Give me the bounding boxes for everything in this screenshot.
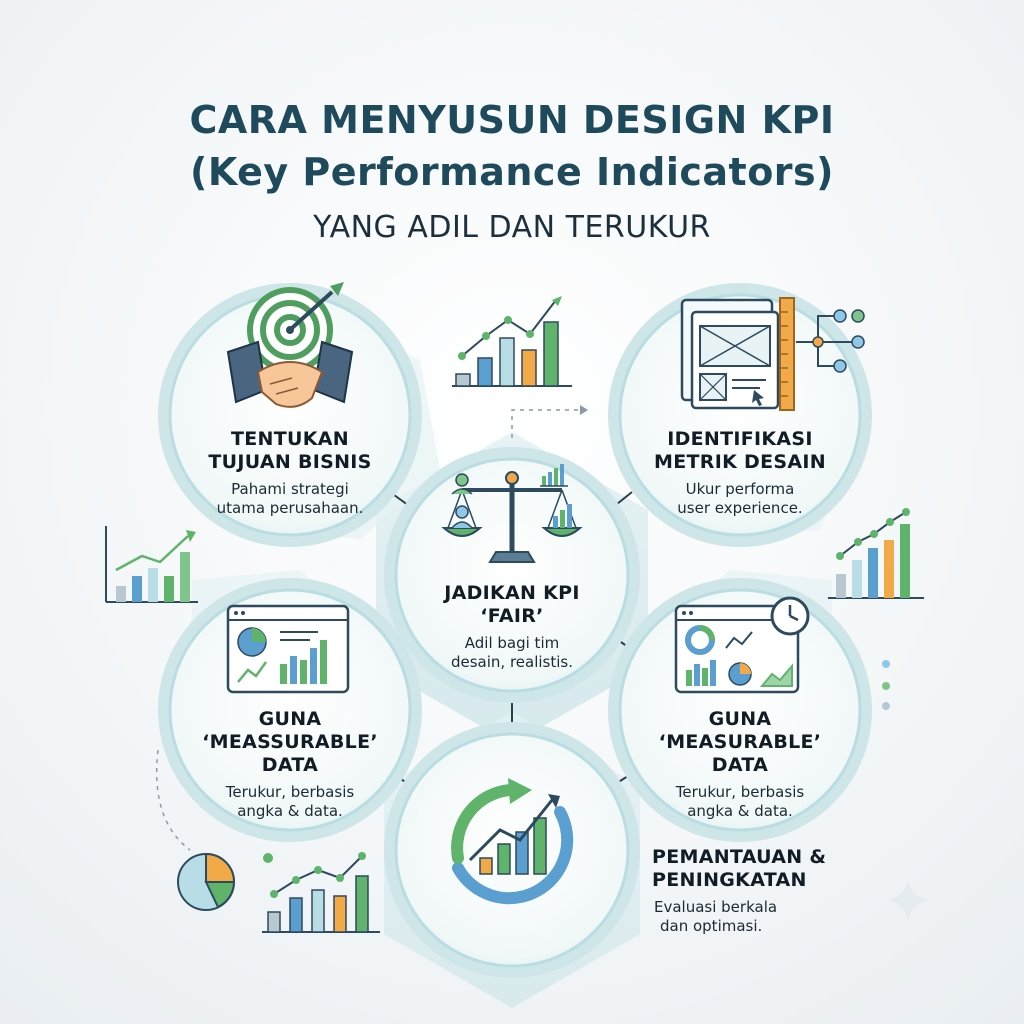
node-description-line: desain, realistis. xyxy=(450,653,573,671)
node-title-line: TENTUKAN xyxy=(231,428,349,450)
node-description-line: angka & data. xyxy=(237,802,343,820)
node-description-line: dan optimasi. xyxy=(660,917,763,935)
target-handshake-icon xyxy=(226,282,354,408)
dashboard-clock-icon xyxy=(674,596,810,694)
node-title-line: DATA xyxy=(261,754,319,776)
node-description: Terukur, berbasis angka & data. xyxy=(180,783,400,821)
node-description-line: utama perusahaan. xyxy=(216,499,364,517)
sparkle-icon xyxy=(888,880,928,920)
node-description: Pahami strategi utama perusahaan. xyxy=(180,480,400,518)
node-description-line: Adil bagi tim xyxy=(464,634,560,652)
node-monitoring-improvement: PEMANTAUAN & PENINGKATAN Evaluasi berkal… xyxy=(652,846,872,936)
node-description: Ukur performa user experience. xyxy=(626,480,854,518)
node-description: Adil bagi tim desain, realistis. xyxy=(412,634,612,672)
node-fair-kpi: JADIKAN KPI ‘FAIR’ Adil bagi tim desain,… xyxy=(412,582,612,672)
node-description-line: Terukur, berbasis xyxy=(225,783,355,801)
node-description-line: Pahami strategi xyxy=(231,480,349,498)
decorative-dots xyxy=(882,660,890,710)
node-title-line: JADIKAN KPI xyxy=(444,582,580,604)
node-title-line: DATA xyxy=(711,754,769,776)
wireframe-ruler-icon xyxy=(680,297,865,411)
node-description: Evaluasi berkala dan optimasi. xyxy=(654,898,872,936)
node-title-line: ‘MEASSURABLE’ xyxy=(202,731,378,753)
page-subtitle: YANG ADIL DAN TERUKUR xyxy=(313,210,711,245)
node-business-goal: TENTUKAN TUJUAN BISNIS Pahami strategi u… xyxy=(180,428,400,518)
node-description: Terukur, berbasis angka & data. xyxy=(630,783,850,821)
dashboard-icon-left xyxy=(226,604,350,694)
node-title-line: IDENTIFIKASI xyxy=(667,428,813,450)
growth-chart-icon-right xyxy=(828,508,924,599)
node-design-metrics: IDENTIFIKASI METRIK DESAIN Ukur performa… xyxy=(626,428,854,518)
pie-and-bar-icon-bottom-left xyxy=(177,852,380,933)
node-title-line: METRIK DESAIN xyxy=(654,451,826,473)
node-description-line: user experience. xyxy=(677,499,803,517)
growth-chart-icon-left xyxy=(105,526,198,603)
node-measurable-data-left: GUNA ‘MEASSURABLE’ DATA Terukur, berbasi… xyxy=(180,708,400,821)
node-title-line: ‘FAIR’ xyxy=(480,605,544,627)
node-title-line: PENINGKATAN xyxy=(652,869,807,891)
growth-chart-icon-top xyxy=(452,296,572,387)
node-description-line: Terukur, berbasis xyxy=(675,783,805,801)
node-description-line: Evaluasi berkala xyxy=(654,898,778,916)
page-title: CARA MENYUSUN DESIGN KPI xyxy=(189,98,835,142)
node-title-line: PEMANTAUAN & xyxy=(652,846,827,868)
page-title-acronym: (Key Performance Indicators) xyxy=(189,150,835,194)
node-description-line: Ukur performa xyxy=(685,480,795,498)
dashed-guides xyxy=(155,409,580,851)
node-measurable-data-right: GUNA ‘MEASURABLE’ DATA Terukur, berbasis… xyxy=(630,708,850,821)
balance-scale-icon xyxy=(441,464,583,563)
growth-cycle-icon xyxy=(451,778,574,905)
node-description-line: angka & data. xyxy=(687,802,793,820)
dashed-arrow-head xyxy=(580,405,588,415)
node-title-line: GUNA xyxy=(708,708,772,730)
node-title-line: ‘MEASURABLE’ xyxy=(658,731,822,753)
node-title-line: GUNA xyxy=(258,708,322,730)
node-title-line: TUJUAN BISNIS xyxy=(208,451,372,473)
